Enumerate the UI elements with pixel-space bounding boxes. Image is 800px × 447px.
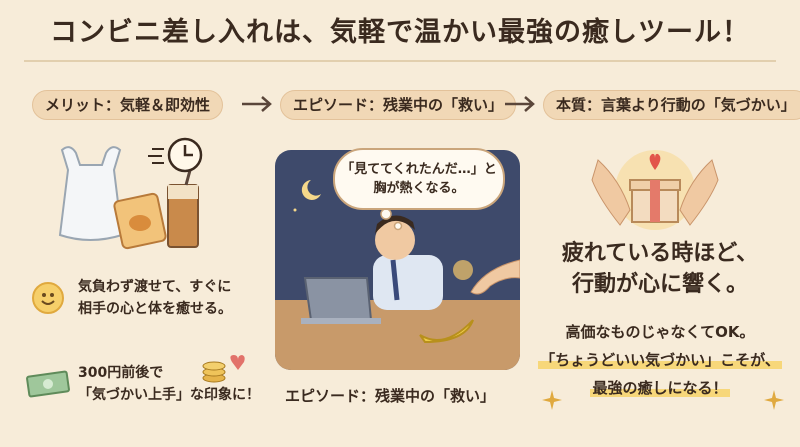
headline-line1: 疲れている時ほど、 xyxy=(561,241,759,266)
smiley-icon xyxy=(32,282,64,314)
sparkle-icon xyxy=(764,390,784,410)
convenience-store-items-illustration xyxy=(58,137,203,250)
page-title: コンビニ差し入れは、気軽で温かい最強の癒しツール！ xyxy=(50,17,750,48)
title-divider xyxy=(24,60,776,62)
step-episode-label: エピソード：残業中の「救い」 xyxy=(280,90,517,120)
arrow-right-icon xyxy=(242,96,272,112)
message-line1: 高価なものじゃなくてOK。 xyxy=(565,323,755,341)
benefit-instant: 気負わず渡せて、すぐに 相手の心と体を癒せる。 xyxy=(78,276,232,320)
coins-heart-icon xyxy=(202,355,245,383)
money-icon xyxy=(26,370,70,398)
benefit-price-line1: 300円前後で xyxy=(78,365,164,381)
message-line3: 最強の癒しになる！ xyxy=(590,379,730,397)
gift-hands-illustration xyxy=(591,150,719,230)
thought-line1: 「見ててくれたんだ…」と xyxy=(341,162,497,177)
thought-bubble: 「見ててくれたんだ…」と 胸が熱くなる。 xyxy=(333,148,505,210)
arrow-right-icon xyxy=(505,96,535,112)
essence-headline: 疲れている時ほど、 行動が心に響く。 xyxy=(540,238,780,300)
step-merit-label: メリット：気軽＆即効性 xyxy=(32,90,224,120)
benefit-instant-line2: 相手の心と体を癒せる。 xyxy=(78,301,232,317)
benefit-price: 300円前後で 「気づかい上手」な印象に！ xyxy=(78,362,260,406)
sparkle-icon xyxy=(542,390,562,410)
benefit-instant-line1: 気負わず渡せて、すぐに xyxy=(78,279,232,295)
headline-line2: 行動が心に響く。 xyxy=(571,272,748,297)
step-essence-label: 本質：言葉より行動の「気づかい」 xyxy=(543,90,800,120)
thought-dots-icon xyxy=(380,208,403,231)
episode-caption: エピソード：残業中の「救い」 xyxy=(285,387,496,405)
thought-line2: 胸が熱くなる。 xyxy=(373,181,465,196)
essence-message: 高価なものじゃなくてOK。 「ちょうどいい気づかい」こそが、 最強の癒しになる！ xyxy=(535,318,785,402)
message-line2: 「ちょうどいい気づかい」こそが、 xyxy=(538,351,782,369)
benefit-price-line2: 「気づかい上手」な印象に！ xyxy=(78,387,260,403)
